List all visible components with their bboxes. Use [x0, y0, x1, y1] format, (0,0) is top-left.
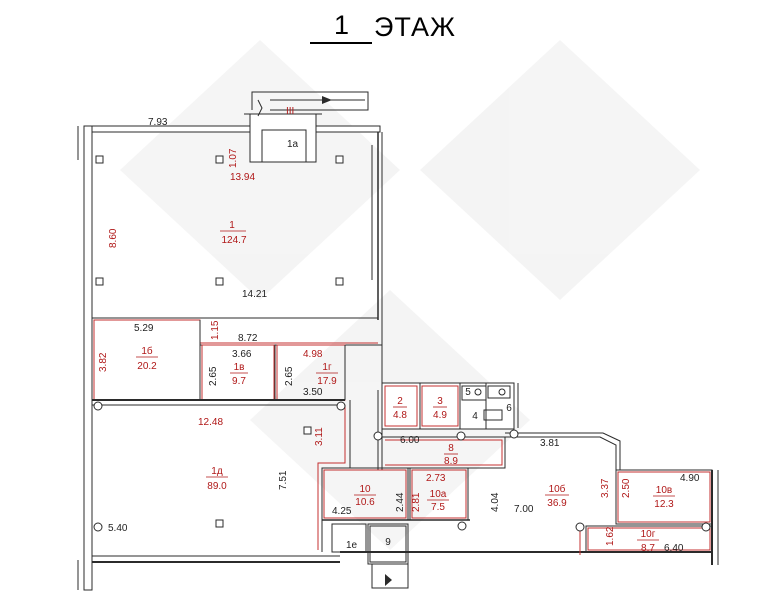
- room-area-10: 10.6: [355, 497, 375, 508]
- room-area-3: 4.9: [433, 410, 447, 421]
- dim-4-98: 4.98: [303, 349, 323, 360]
- room-number-10a: 10а: [430, 489, 447, 500]
- rooms-10: [321, 467, 470, 521]
- rooms-10bvg: [505, 432, 713, 555]
- room-area-1b: 20.2: [137, 361, 157, 372]
- dim-8-72: 8.72: [238, 333, 258, 344]
- room-label-4: 4: [472, 411, 478, 422]
- room-number-1b: 1б: [141, 345, 153, 357]
- dim-7-93: 7.93: [148, 117, 168, 128]
- dim-3-82: 3.82: [98, 352, 109, 372]
- dim-5-40: 5.40: [108, 523, 128, 534]
- stair-III: [244, 91, 369, 163]
- room-area-8: 8.9: [444, 456, 458, 467]
- room-labels: 1а 1 124.7 1б 20.2 1в 9.7 1г 17.9 1д 89.…: [136, 139, 675, 554]
- stair-label: III: [286, 106, 294, 117]
- dim-7-00: 7.00: [514, 504, 534, 515]
- floor-number: 1: [334, 10, 350, 40]
- dim-2-65-b: 2.65: [284, 366, 295, 386]
- dim-14-21: 14.21: [242, 289, 267, 300]
- room-area-10a: 7.5: [431, 502, 445, 513]
- room-label-1a: 1а: [287, 139, 299, 150]
- dim-1-62: 1.62: [605, 526, 616, 546]
- dim-4-04: 4.04: [490, 492, 501, 512]
- room-area-10b: 36.9: [547, 498, 567, 509]
- room-area-10v: 12.3: [654, 499, 674, 510]
- room-number-1: 1: [229, 220, 235, 231]
- dim-2-44: 2.44: [395, 492, 406, 512]
- room-label-5: 5: [465, 387, 471, 398]
- dim-4-90: 4.90: [680, 473, 700, 484]
- dim-3-11: 3.11: [314, 427, 325, 446]
- dim-6-00: 6.00: [400, 435, 420, 446]
- room-number-1v: 1в: [234, 362, 245, 373]
- dim-4-25: 4.25: [332, 506, 352, 517]
- dim-3-50: 3.50: [303, 387, 323, 398]
- plan-title: 1 ЭТАЖ: [0, 6, 784, 46]
- rooms-9-1e: [331, 523, 409, 589]
- room-label-1e: 1е: [346, 540, 358, 551]
- dim-2-50: 2.50: [621, 478, 632, 498]
- room-number-10: 10: [359, 484, 371, 495]
- dim-2-73: 2.73: [426, 473, 446, 484]
- dim-3-81: 3.81: [540, 438, 560, 449]
- room-number-8: 8: [448, 443, 454, 454]
- room-area-1v: 9.7: [232, 376, 246, 387]
- floor-label: ЭТАЖ: [374, 12, 456, 42]
- room-label-6: 6: [506, 403, 512, 414]
- dim-7-51: 7.51: [278, 470, 289, 490]
- service-block: [381, 382, 519, 430]
- room-number-1g: 1г: [322, 362, 332, 373]
- room-area-10g: 8.7: [641, 543, 655, 554]
- dim-3-37: 3.37: [600, 478, 611, 498]
- dim-12-48: 12.48: [198, 417, 223, 428]
- dim-2-81: 2.81: [411, 492, 422, 512]
- room-area-2: 4.8: [393, 410, 407, 421]
- room-number-10v: 10в: [656, 485, 672, 496]
- dim-1-07: 1.07: [228, 148, 239, 168]
- room-number-1d: 1д: [211, 466, 223, 477]
- dim-1-15: 1.15: [210, 320, 221, 340]
- columns: [95, 155, 344, 528]
- dim-2-65-a: 2.65: [208, 366, 219, 386]
- room-area-1: 124.7: [221, 235, 246, 246]
- dim-5-29: 5.29: [134, 323, 154, 334]
- room-area-1g: 17.9: [317, 376, 337, 387]
- room-label-9: 9: [385, 537, 391, 548]
- room-area-1d: 89.0: [207, 481, 227, 492]
- dim-8-60: 8.60: [108, 228, 119, 248]
- dim-13-94: 13.94: [230, 172, 255, 183]
- dimension-labels: 7.93 1.07 13.94 8.60 14.21 5.29 1.15 8.7…: [98, 117, 700, 554]
- room-number-2: 2: [397, 396, 403, 407]
- floor-number-underline: [310, 42, 372, 44]
- room-number-10b: 10б: [549, 483, 566, 495]
- round-columns: [93, 401, 711, 532]
- room-number-10g: 10г: [641, 529, 656, 540]
- dim-6-40: 6.40: [664, 543, 684, 554]
- room-number-3: 3: [437, 396, 443, 407]
- dim-3-66: 3.66: [232, 349, 252, 360]
